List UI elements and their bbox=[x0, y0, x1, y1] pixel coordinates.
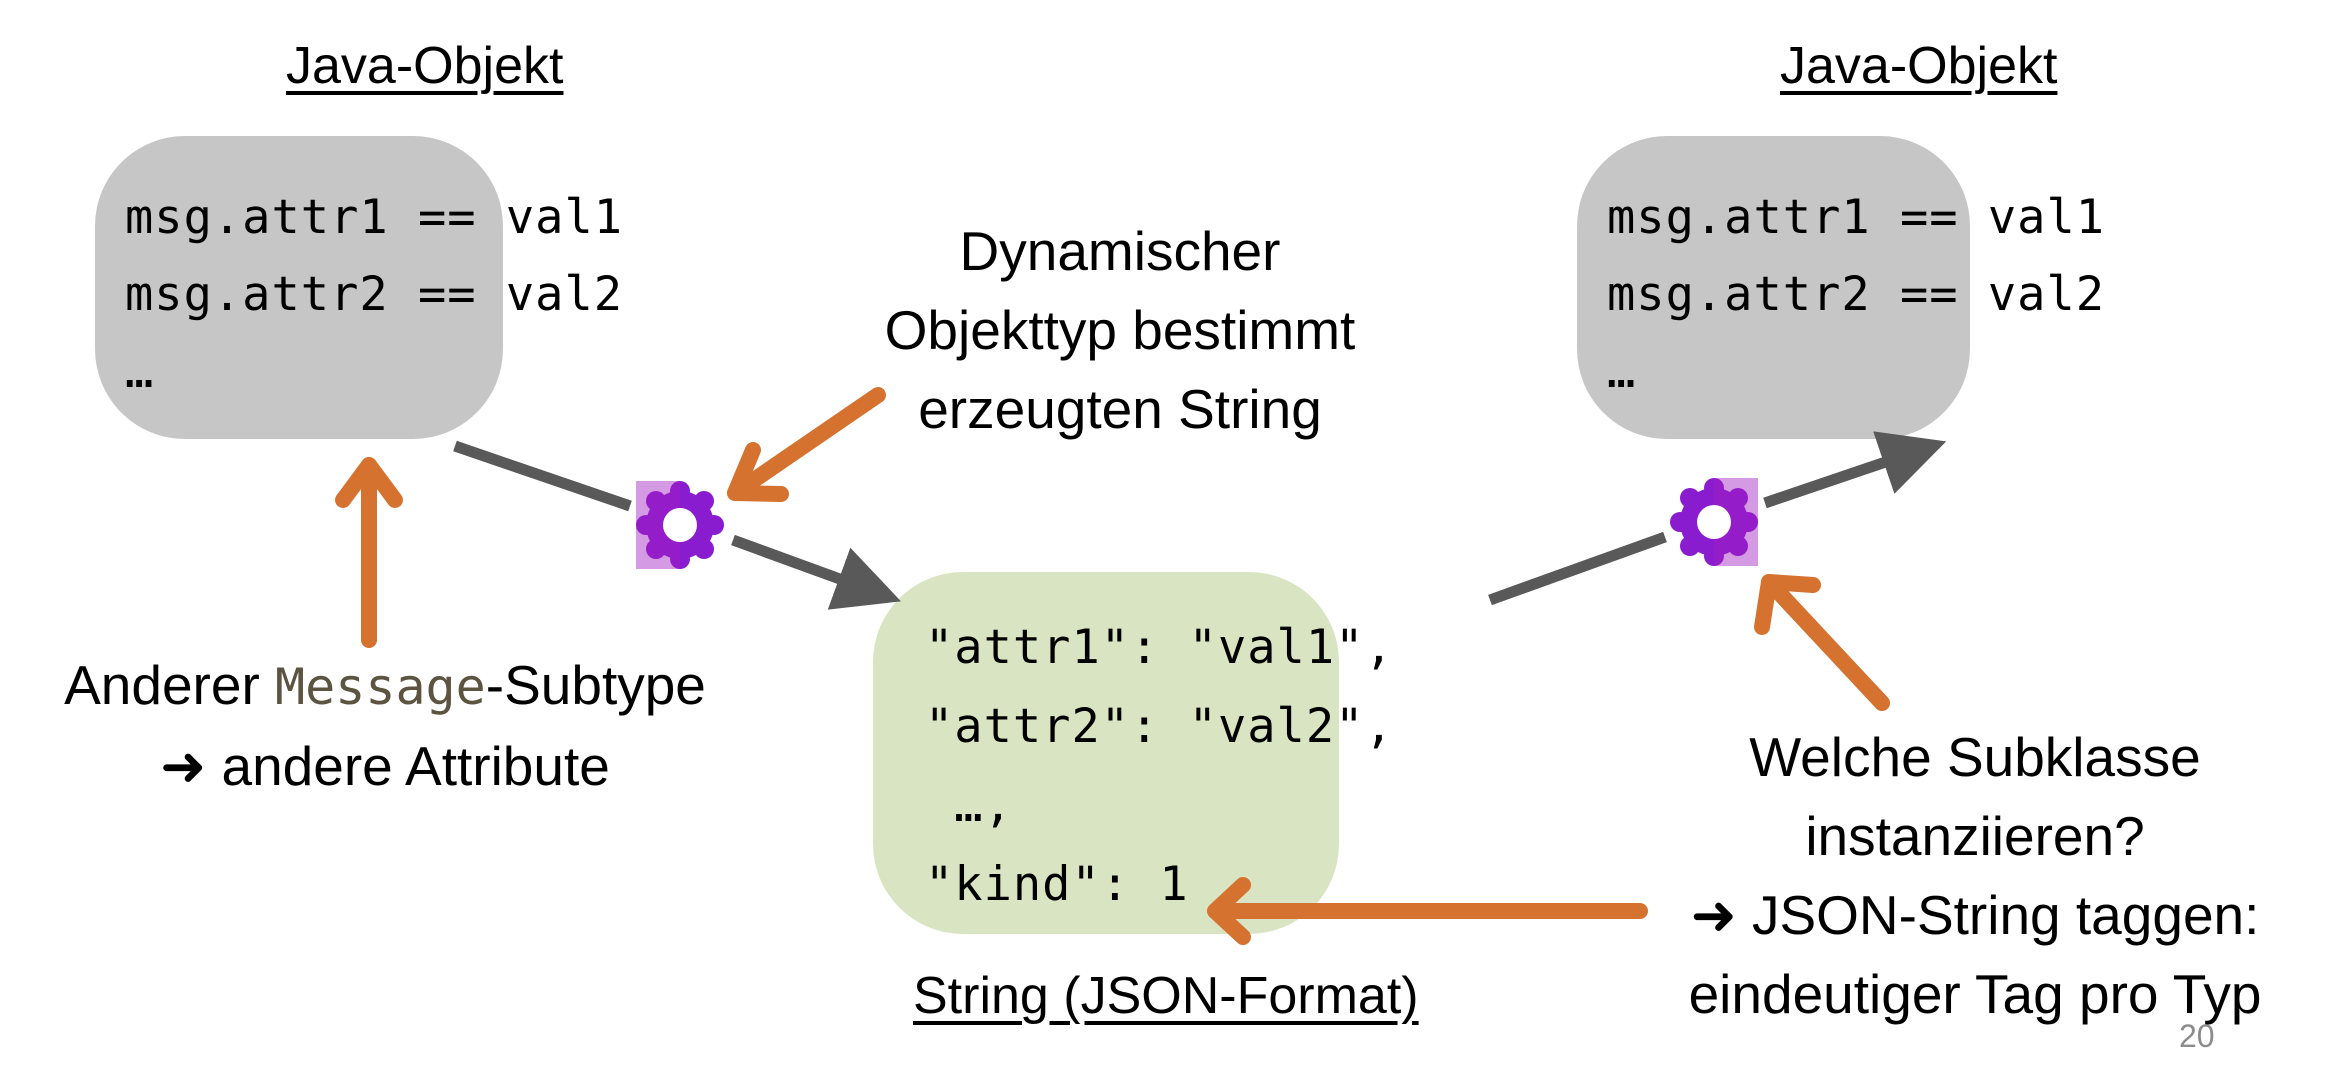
annotation-arrow-dynamic-type bbox=[727, 387, 886, 501]
left-object-box: msg.attr1 == val1 msg.attr2 == val2 … bbox=[95, 136, 622, 439]
subtype-note-line-1: Anderer Message-Subtype bbox=[0, 646, 770, 727]
flow-line-left-upper bbox=[453, 440, 632, 512]
json-string-heading: String (JSON-Format) bbox=[913, 967, 1419, 1025]
subclass-note: Welche Subklasse instanziieren? ➜ JSON-S… bbox=[1640, 718, 2310, 1034]
flow-line-right-lower bbox=[1488, 531, 1667, 606]
right-object-line-2: msg.attr2 == val2 bbox=[1607, 267, 2106, 322]
subtype-note-prefix: Anderer bbox=[64, 654, 276, 716]
left-object-line-3: … bbox=[125, 344, 155, 399]
annotation-arrow-subclass bbox=[1754, 574, 1890, 711]
json-string-box: "attr1": "val1", "attr2": "val2", …, "ki… bbox=[873, 572, 1393, 934]
deserialize-gear-icon bbox=[1670, 478, 1758, 566]
subtype-note-suffix: -Subtype bbox=[485, 654, 706, 716]
json-line-3: …, bbox=[925, 778, 1013, 833]
dynamic-type-note: Dynamischer Objekttyp bestimmt erzeugten… bbox=[830, 212, 1410, 449]
flow-arrow-to-right-object bbox=[1763, 431, 1947, 509]
subclass-note-line-2: instanziieren? bbox=[1805, 805, 2145, 867]
left-object-line-2: msg.attr2 == val2 bbox=[125, 267, 624, 322]
left-object-heading: Java-Objekt bbox=[286, 37, 564, 95]
annotation-arrow-tag bbox=[1207, 877, 1648, 945]
right-object-line-1: msg.attr1 == val1 bbox=[1607, 190, 2106, 245]
right-object-heading: Java-Objekt bbox=[1780, 37, 2058, 95]
right-object-box: msg.attr1 == val1 msg.attr2 == val2 … bbox=[1577, 136, 2104, 439]
page-number: 20 bbox=[2179, 1018, 2215, 1054]
json-line-1: "attr1": "val1", bbox=[925, 620, 1394, 675]
serialize-gear-icon bbox=[636, 481, 724, 569]
subtype-note-code: Message bbox=[275, 658, 486, 716]
subclass-note-line-1: Welche Subklasse bbox=[1749, 726, 2201, 788]
dynamic-type-note-line-3: erzeugten String bbox=[918, 378, 1322, 440]
dynamic-type-note-line-1: Dynamischer bbox=[959, 220, 1281, 282]
json-line-4: "kind": 1 bbox=[925, 857, 1189, 912]
annotation-arrowhead-dynamic-type bbox=[727, 442, 789, 502]
subtype-note-line-2: ➜ andere Attribute bbox=[160, 735, 610, 797]
left-object-line-1: msg.attr1 == val1 bbox=[125, 190, 624, 245]
dynamic-type-note-line-2: Objekttyp bestimmt bbox=[884, 299, 1356, 361]
json-line-2: "attr2": "val2", bbox=[925, 699, 1394, 754]
annotation-arrow-subtype bbox=[335, 457, 403, 648]
subclass-note-line-3: ➜ JSON-String taggen: bbox=[1690, 884, 2260, 946]
right-object-line-3: … bbox=[1607, 344, 1637, 399]
subclass-note-line-4: eindeutiger Tag pro Typ bbox=[1688, 963, 2262, 1025]
subtype-note: Anderer Message-Subtype ➜ andere Attribu… bbox=[0, 646, 770, 806]
flow-arrow-to-json bbox=[731, 534, 901, 610]
